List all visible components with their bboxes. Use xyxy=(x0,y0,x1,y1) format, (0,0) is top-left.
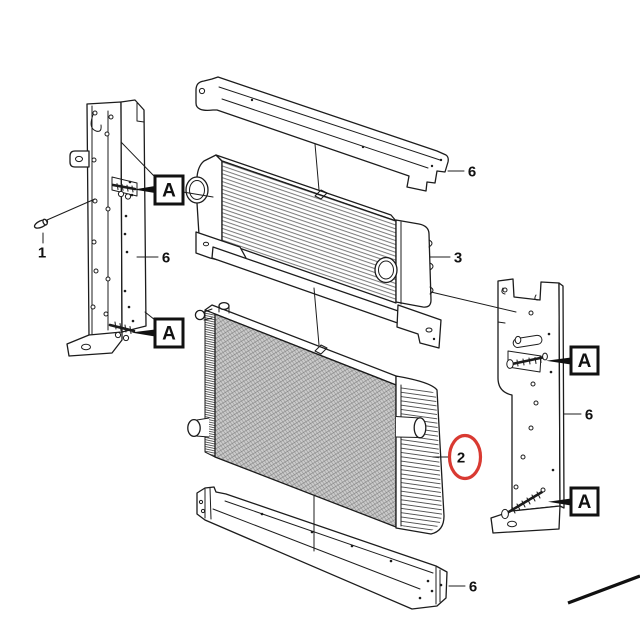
assembly-centerline xyxy=(313,287,320,346)
detail-callout-left-upper: A xyxy=(134,174,185,206)
cac-right-foot xyxy=(396,304,442,349)
detail-box xyxy=(153,317,185,349)
right-bracket-upper-bolt xyxy=(506,350,548,373)
part-label-top-bracket: 6 xyxy=(468,164,476,181)
left-bracket-foot xyxy=(66,331,123,357)
bracket-hole xyxy=(198,87,206,95)
bottom-bracket xyxy=(196,486,448,610)
radiator-right-stub xyxy=(396,416,420,438)
detail-arrow xyxy=(548,498,571,506)
leader-lines xyxy=(42,141,640,605)
detail-arrow xyxy=(546,357,571,365)
radiator-mount-hole-marker xyxy=(314,344,328,355)
detail-marker-label: A xyxy=(578,492,592,513)
part-label-radiator: 2 xyxy=(457,450,465,467)
detail-marker-label: A xyxy=(162,181,176,202)
top-bracket xyxy=(195,76,449,192)
highlight-circle xyxy=(447,433,483,481)
cac-mount-hole-marker xyxy=(314,189,328,200)
radiator-top-stub xyxy=(194,309,206,321)
left-bracket xyxy=(66,99,147,357)
right-bracket xyxy=(490,278,565,534)
radiator xyxy=(187,287,445,535)
charge-air-cooler xyxy=(185,143,442,349)
detail-marker-label: A xyxy=(162,324,176,345)
detail-callout-left-lower: A xyxy=(131,317,185,349)
detail-callout-right-upper: A xyxy=(546,345,600,376)
part-label-left-bracket: 6 xyxy=(162,250,170,267)
detail-box xyxy=(153,174,185,206)
part-label-right-bracket: 6 xyxy=(585,407,593,424)
cropped-pointer-line xyxy=(567,574,640,605)
detail-callout-right-lower: A xyxy=(548,486,600,517)
detail-marker-label: A xyxy=(578,351,592,372)
detail-box xyxy=(569,345,600,376)
pin xyxy=(33,218,49,229)
part-label-bottom-bracket: 6 xyxy=(469,579,477,596)
highlighted-part-callout: 2 xyxy=(447,433,483,481)
part-label-pin: 1 xyxy=(38,245,46,262)
left-bracket-upper-bolt xyxy=(111,176,138,200)
detail-box xyxy=(569,486,600,517)
detail-arrow xyxy=(131,329,155,337)
cac-core xyxy=(222,161,396,303)
cac-right-tank xyxy=(395,219,432,308)
right-bracket-lower-bolt xyxy=(501,487,546,520)
assembly-centerline xyxy=(314,143,320,191)
right-bracket-slot xyxy=(512,334,543,348)
part-label-charge-air-cooler: 3 xyxy=(454,250,462,267)
detail-arrow xyxy=(134,186,155,193)
left-bracket-lower-bolt xyxy=(108,321,136,342)
radiator-filler-neck xyxy=(218,301,230,311)
